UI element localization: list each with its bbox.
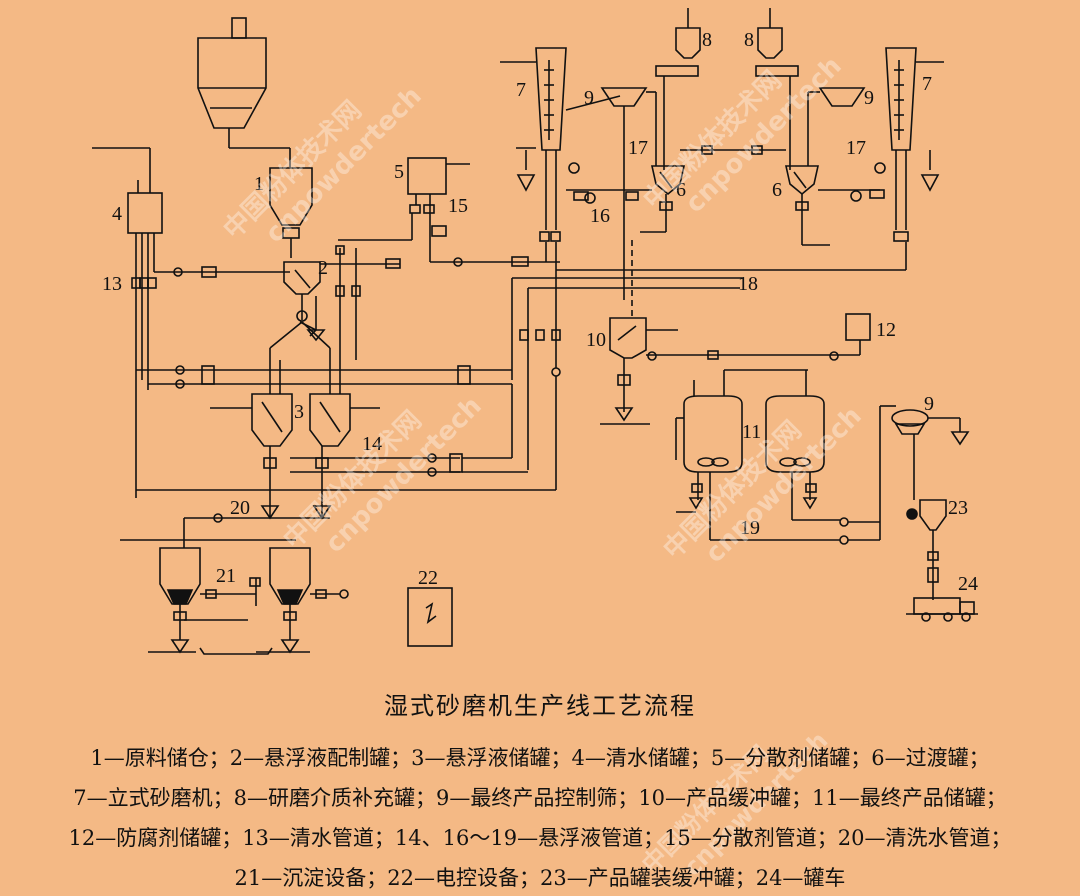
raw-material-storage-bin-1 <box>269 167 313 258</box>
label-10: 10 <box>586 329 606 351</box>
label-17-right: 17 <box>846 137 866 159</box>
label-23: 23 <box>948 497 968 519</box>
suspension-pipes-14 <box>136 245 557 491</box>
label-8-left: 8 <box>702 29 712 51</box>
suspension-storage-tank-3-left <box>251 393 293 520</box>
label-15: 15 <box>448 195 468 217</box>
label-22: 22 <box>418 567 438 589</box>
final-product-tank-11-right <box>710 370 896 545</box>
final-product-tank-11-left <box>675 369 808 540</box>
clean-water-tank-4 <box>92 147 290 498</box>
diagram-title: 湿式砂磨机生产线工艺流程 <box>384 692 696 720</box>
label-16: 16 <box>590 205 610 227</box>
label-12: 12 <box>876 319 896 341</box>
tank-truck-24 <box>906 597 978 622</box>
label-19: 19 <box>740 517 760 539</box>
label-6-right: 6 <box>772 179 782 201</box>
label-9-bottom: 9 <box>924 393 934 415</box>
filling-buffer-tank-23 <box>906 499 947 600</box>
water-pipe-valves-13 <box>131 266 217 289</box>
legend-line-2: 7—立式砂磨机；8—研磨介质补充罐；9—最终产品控制筛；10—产品缓冲罐；11—… <box>73 786 1007 810</box>
legend-line-1: 1—原料储仓；2—悬浮液配制罐；3—悬浮液储罐；4—清水储罐；5—分散剂储罐；6… <box>90 746 990 770</box>
legend-line-4: 21—沉淀设备；22—电控设备；23—产品罐装缓冲罐；24—罐车 <box>234 866 846 890</box>
label-17-left: 17 <box>628 137 648 159</box>
label-1: 1 <box>254 173 264 195</box>
label-18: 18 <box>738 273 758 295</box>
label-3: 3 <box>294 401 304 423</box>
label-24: 24 <box>958 573 978 595</box>
transition-tank-6-left <box>640 165 685 233</box>
vertical-sand-mill-7-right <box>556 47 944 271</box>
suspension-pipe-18 <box>511 277 744 470</box>
suspension-storage-tank-3-right <box>210 393 380 520</box>
label-11: 11 <box>742 421 761 443</box>
sedimentation-equipment-21-right <box>249 547 349 654</box>
product-buffer-tank-10 <box>600 317 861 425</box>
process-flow-diagram: 1 2 3 4 5 6 6 7 7 8 8 9 9 9 10 11 12 13 … <box>92 8 978 655</box>
label-2: 2 <box>318 257 328 279</box>
label-9-left: 9 <box>584 87 594 109</box>
label-20: 20 <box>230 497 250 519</box>
label-14: 14 <box>362 433 382 455</box>
transition-tank-6-right <box>785 165 830 246</box>
suspension-pipes-16-17 <box>566 145 885 318</box>
product-control-screen-9-left <box>600 87 657 300</box>
product-control-screen-9-right <box>807 87 866 166</box>
label-9-right: 9 <box>864 87 874 109</box>
grinding-media-tank-8-right <box>755 8 799 170</box>
raw-material-silo <box>197 17 291 168</box>
grinding-media-tank-8-left <box>655 8 701 170</box>
vertical-sand-mill-7-left <box>500 47 621 280</box>
electrical-control-equipment-22 <box>407 587 453 647</box>
label-13: 13 <box>102 273 122 295</box>
label-8-right: 8 <box>744 29 754 51</box>
label-21: 21 <box>216 565 236 587</box>
legend-line-3: 12—防腐剂储罐；13—清水管道；14、16～19—悬浮液管道；15—分散剂管道… <box>68 826 1012 850</box>
preservative-tank-12 <box>845 313 871 341</box>
label-7-right: 7 <box>922 73 932 95</box>
sedimentation-equipment-21-left <box>148 547 273 655</box>
label-7-left: 7 <box>516 79 526 101</box>
label-6-left: 6 <box>676 179 686 201</box>
cleaning-water-pipe-20 <box>120 500 330 548</box>
dispersant-tank-5 <box>320 157 560 269</box>
label-4: 4 <box>112 203 122 225</box>
label-5: 5 <box>394 161 404 183</box>
product-control-screen-9-bottom <box>891 409 970 500</box>
